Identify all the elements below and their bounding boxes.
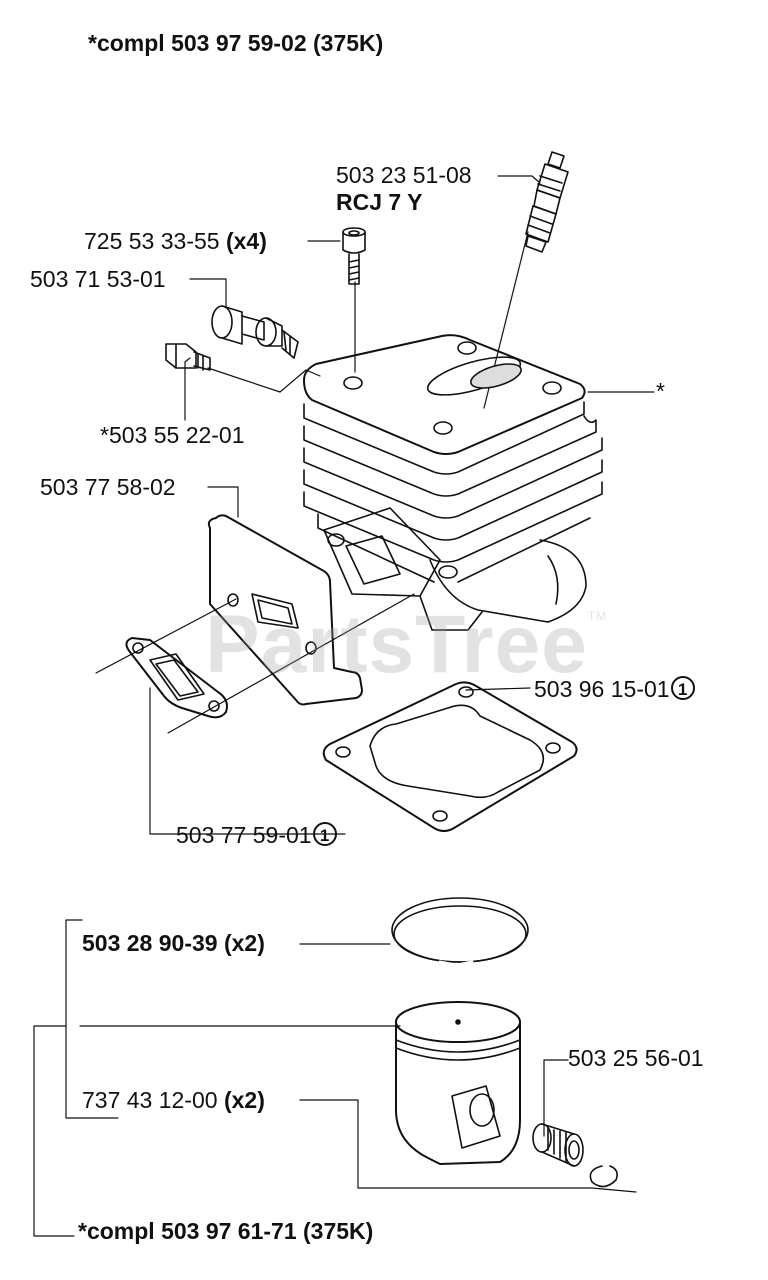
spark-plug-number: 503 23 51-08 — [336, 162, 472, 188]
circlip-qty: (x2) — [223, 1087, 265, 1113]
bolt-label: 725 53 33-55 (x4) — [84, 228, 267, 254]
cylinder-base-gasket — [322, 681, 578, 832]
cylinder — [303, 334, 603, 631]
leader-lines-top — [95, 175, 655, 835]
intake-gasket-ref: 1 — [312, 822, 337, 846]
intake-plate-number: 503 77 58-02 — [40, 474, 176, 500]
circlip-label: 737 43 12-00 (x2) — [82, 1087, 265, 1113]
base-gasket-number: 503 96 15-01 — [534, 676, 670, 702]
valve-number: 503 71 53-01 — [30, 266, 166, 292]
intake-plate — [207, 514, 363, 706]
decompression-valve — [211, 305, 299, 359]
piston-ring-number: 503 28 90-39 — [82, 930, 218, 956]
piston-ring-label: 503 28 90-39 (x2) — [82, 930, 265, 956]
spark-plug-type: RCJ 7 Y — [336, 189, 423, 215]
piston-ring — [391, 897, 529, 966]
intake-gasket — [125, 637, 228, 719]
base-gasket-ref: 1 — [670, 676, 695, 700]
cylinder-mark: * — [656, 378, 665, 404]
footer-assembly-label: *compl 503 97 61-71 (375K) — [78, 1218, 374, 1244]
needle-bearing — [532, 1123, 584, 1167]
circlip-number: 737 43 12-00 — [82, 1087, 218, 1113]
cylinder-bolt — [342, 227, 366, 285]
bolt-qty: (x4) — [225, 228, 267, 254]
plug — [165, 343, 211, 371]
bearing-number: 503 25 56-01 — [568, 1045, 704, 1071]
intake-gasket-number: 503 77 59-01 — [176, 822, 312, 848]
piston — [395, 1001, 521, 1165]
circlip — [589, 1165, 618, 1188]
leader-lines-bottom — [33, 919, 637, 1237]
piston-ring-qty: (x2) — [223, 930, 265, 956]
plug-number: *503 55 22-01 — [100, 422, 245, 448]
header-assembly-label: *compl 503 97 59-02 (375K) — [88, 30, 384, 56]
bolt-number: 725 53 33-55 — [84, 228, 220, 254]
spark-plug — [525, 151, 569, 253]
